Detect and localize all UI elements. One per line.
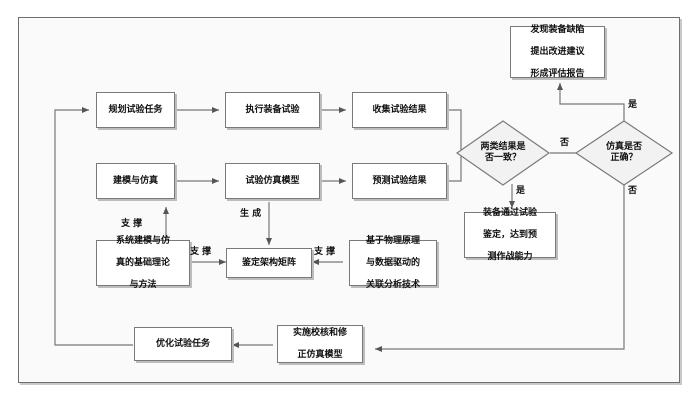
node-optimize-test-task-label: 优化试验任务 — [155, 338, 210, 349]
node-accreditation-matrix[interactable]: 鉴定架构矩阵 — [226, 248, 312, 278]
node-predict-test-results[interactable]: 预测试验结果 — [352, 163, 447, 199]
node-theory-and-method-label: 系统建模与仿 真的基础理论 与方法 — [115, 235, 170, 290]
edge-label-simulation-no: 否 — [628, 186, 638, 196]
diamond-shape — [574, 120, 674, 186]
node-collect-test-results-label: 收集试验结果 — [372, 104, 427, 115]
node-equipment-passed[interactable]: 装备通过试验 鉴定，达到预 测作战能力 — [464, 208, 556, 262]
node-accreditation-matrix-label: 鉴定架构矩阵 — [241, 257, 296, 268]
node-test-simulation-model-label: 试验仿真模型 — [245, 175, 300, 186]
node-equipment-passed-label: 装备通过试验 鉴定，达到预 测作战能力 — [482, 207, 537, 262]
node-plan-test-task[interactable]: 规划试验任务 — [96, 92, 175, 128]
edge-label-consistent-no: 否 — [560, 138, 570, 148]
diamond-shape — [455, 120, 551, 186]
edge-label-support-theory-to-matrix: 支 撑 — [190, 247, 212, 257]
decision-simulation-correct-label: 仿真是否 正确？ — [605, 142, 642, 163]
node-plan-test-task-label: 规划试验任务 — [108, 104, 163, 115]
node-predict-test-results-label: 预测试验结果 — [372, 175, 427, 186]
node-correlation-analysis-label: 基于物理原理 与数据驱动的 关联分析技术 — [365, 235, 420, 290]
node-collect-test-results[interactable]: 收集试验结果 — [352, 92, 447, 128]
node-theory-and-method[interactable]: 系统建模与仿 真的基础理论 与方法 — [96, 236, 190, 290]
edge-label-support-correlation-to-matrix: 支 撑 — [314, 247, 336, 257]
node-execute-equipment-test-label: 执行装备试验 — [245, 104, 300, 115]
edge-label-generate-model-to-matrix: 生 成 — [240, 209, 262, 219]
node-optimize-test-task[interactable]: 优化试验任务 — [134, 327, 232, 361]
node-modeling-and-simulation-label: 建模与仿真 — [112, 175, 158, 186]
node-verify-and-correct-model-label: 实施校核和修 正仿真模型 — [292, 327, 347, 360]
node-test-simulation-model[interactable]: 试验仿真模型 — [225, 163, 320, 199]
decision-results-consistent[interactable]: 两类结果是 否一致？ — [455, 119, 551, 187]
decision-results-consistent-label: 两类结果是 否一致？ — [480, 142, 526, 163]
node-verify-and-correct-model[interactable]: 实施校核和修 正仿真模型 — [277, 325, 363, 363]
edge-label-support-theory-to-modeling: 支 撑 — [121, 219, 143, 229]
node-findings-report[interactable]: 发现装备缺陷 提出改进建议 形成评估报告 — [510, 24, 605, 79]
node-execute-equipment-test[interactable]: 执行装备试验 — [225, 92, 320, 128]
node-correlation-analysis[interactable]: 基于物理原理 与数据驱动的 关联分析技术 — [349, 236, 437, 290]
node-modeling-and-simulation[interactable]: 建模与仿真 — [96, 163, 175, 199]
node-findings-report-label: 发现装备缺陷 提出改进建议 形成评估报告 — [530, 24, 585, 79]
edge-label-consistent-yes: 是 — [516, 186, 526, 196]
decision-simulation-correct[interactable]: 仿真是否 正确？ — [574, 119, 674, 187]
edge-label-simulation-yes: 是 — [628, 100, 638, 110]
